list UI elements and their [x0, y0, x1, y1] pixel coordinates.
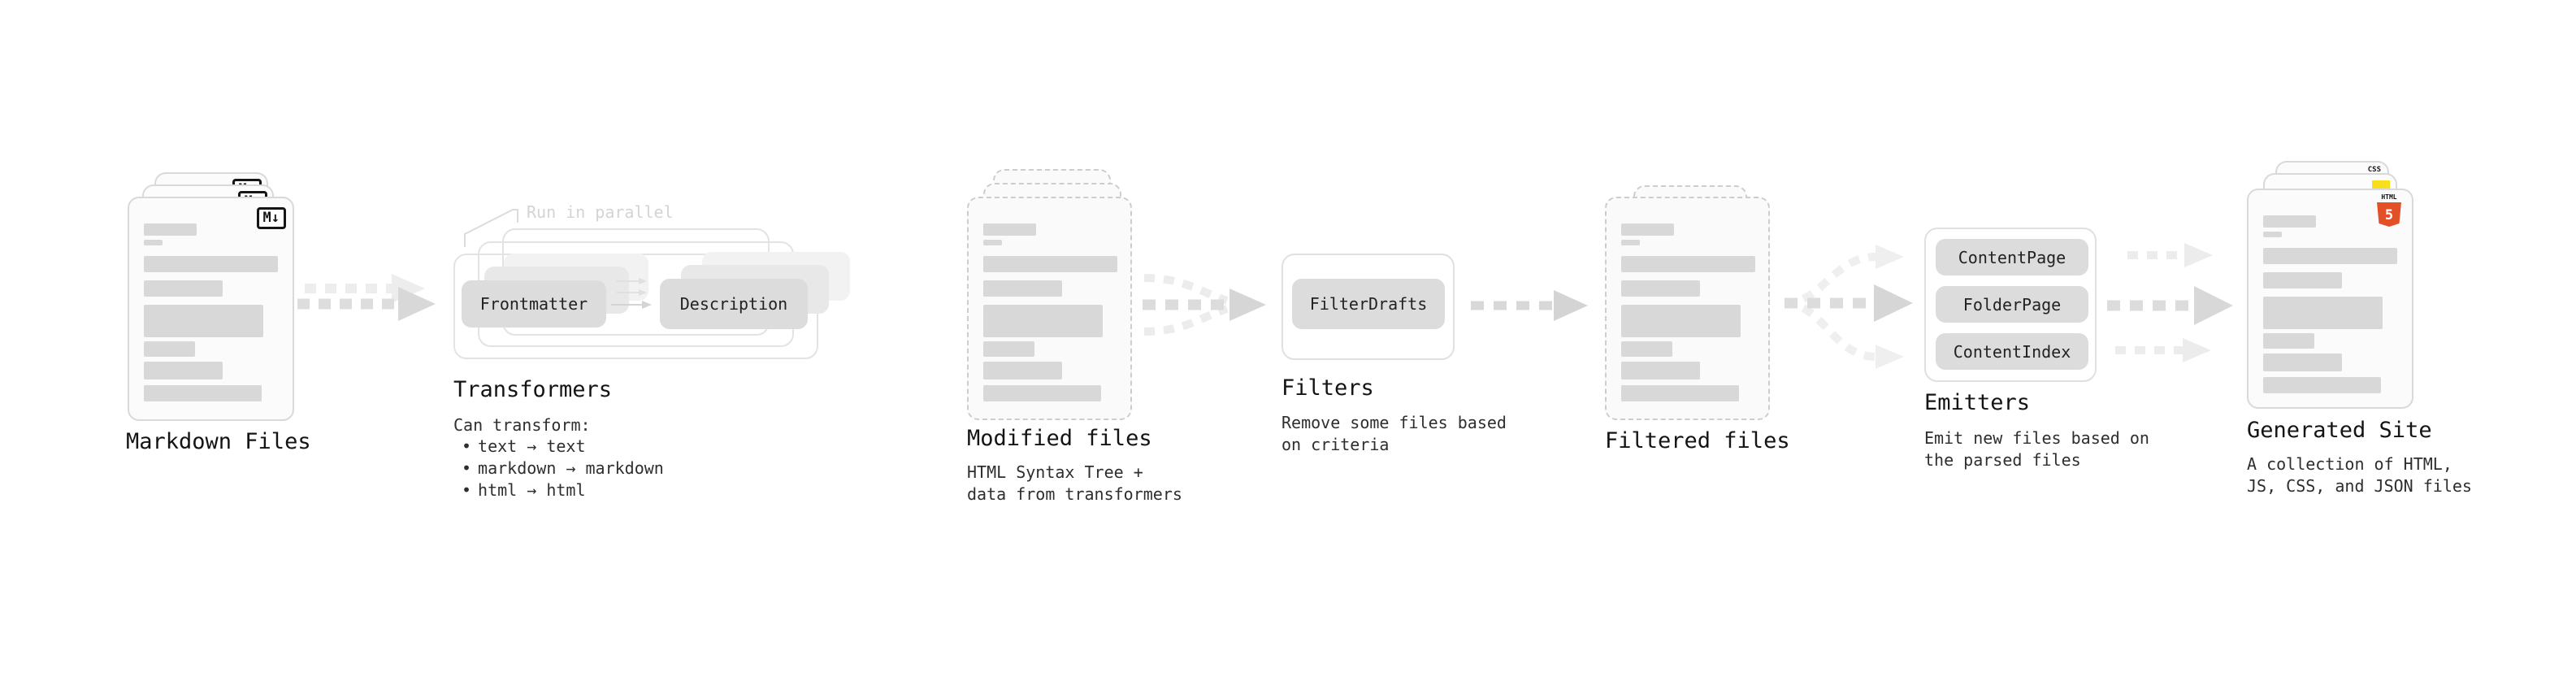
placeholder-text-bar — [2263, 377, 2381, 393]
markdown-icon: M↓ — [256, 207, 286, 229]
emitters-title: Emitters — [1924, 390, 2031, 415]
placeholder-text-bar — [2263, 215, 2316, 228]
generated-site-subtitle: A collection of HTML, JS, CSS, and JSON … — [2247, 453, 2472, 497]
parallel-arrows-icon — [611, 278, 652, 309]
placeholder-text-bar — [2263, 248, 2397, 264]
folderpage-chip: FolderPage — [1936, 286, 2088, 323]
placeholder-text-bar — [2263, 354, 2342, 371]
generated-doc-front-html: HTML 5 — [2247, 189, 2413, 409]
placeholder-text-bar — [983, 362, 1062, 380]
subtitle-line: A collection of HTML, — [2247, 454, 2452, 474]
description-transformer-chip: Description — [660, 279, 808, 329]
placeholder-text-bar — [983, 223, 1036, 236]
filters-subtitle: Remove some files based on criteria — [1281, 412, 1507, 456]
callout-line — [464, 209, 518, 247]
placeholder-text-bar — [144, 256, 278, 272]
filtered-files-title: Filtered files — [1605, 428, 1790, 453]
placeholder-text-bar — [2263, 272, 2342, 288]
svg-text:HTML: HTML — [2381, 193, 2396, 201]
placeholder-text-bar — [1621, 362, 1700, 380]
placeholder-text-bar — [144, 280, 223, 297]
frontmatter-transformer-chip: Frontmatter — [462, 280, 606, 327]
placeholder-text-bar — [983, 305, 1103, 337]
placeholder-text-bar — [144, 223, 197, 236]
emitters-subtitle: Emit new files based on the parsed files — [1924, 427, 2149, 471]
placeholder-text-bar — [2263, 297, 2383, 329]
placeholder-text-bar — [1621, 305, 1741, 337]
filterdrafts-chip: FilterDrafts — [1292, 279, 1445, 329]
placeholder-text-bar — [1621, 256, 1755, 272]
arrow-transformers-to-modified — [1143, 274, 1266, 336]
transformers-intro: Can transform: — [453, 415, 591, 435]
placeholder-text-bar — [983, 341, 1034, 357]
subtitle-line: JS, CSS, and JSON files — [2247, 476, 2472, 496]
arrow-emitters-to-generated — [2107, 243, 2233, 362]
placeholder-text-bar — [1621, 223, 1674, 236]
markdown-files-title: Markdown Files — [126, 429, 311, 454]
placeholder-text-bar — [2263, 232, 2282, 237]
subtitle-line: data from transformers — [967, 484, 1182, 504]
placeholder-text-bar — [1621, 385, 1739, 401]
filtered-doc-front — [1605, 197, 1770, 420]
modified-doc-front — [967, 197, 1132, 420]
subtitle-line: HTML Syntax Tree + — [967, 462, 1143, 482]
svg-text:5: 5 — [2385, 207, 2393, 223]
generated-site-title: Generated Site — [2247, 418, 2432, 443]
arrow-markdown-to-transformers — [297, 274, 436, 321]
subtitle-line: the parsed files — [1924, 450, 2081, 470]
contentpage-chip: ContentPage — [1936, 239, 2088, 275]
transformers-title: Transformers — [453, 377, 613, 402]
placeholder-text-bar — [1621, 341, 1672, 357]
modified-files-title: Modified files — [967, 426, 1152, 451]
placeholder-text-bar — [144, 362, 223, 380]
placeholder-text-bar — [144, 385, 262, 401]
css-label: CSS — [2367, 166, 2381, 174]
run-in-parallel-note: Run in parallel — [527, 202, 674, 222]
placeholder-text-bar — [1621, 280, 1700, 297]
subtitle-line: Remove some files based — [1281, 413, 1507, 432]
placeholder-text-bar — [983, 385, 1101, 401]
js-file-icon — [2372, 180, 2390, 191]
placeholder-text-bar — [144, 341, 195, 357]
placeholder-text-bar — [144, 240, 163, 245]
html5-icon: HTML 5 — [2377, 193, 2401, 227]
placeholder-text-bar — [144, 305, 263, 337]
subtitle-line: on criteria — [1281, 435, 1390, 454]
markdown-doc-front: M↓ — [128, 197, 294, 421]
placeholder-text-bar — [983, 280, 1062, 297]
placeholder-text-bar — [983, 240, 1002, 245]
placeholder-text-bar — [2263, 333, 2314, 349]
bullet-item: html → html — [453, 479, 664, 501]
placeholder-text-bar — [983, 256, 1117, 272]
filters-title: Filters — [1281, 375, 1374, 401]
transformers-bullet-list: text → text markdown → markdown html → h… — [453, 436, 664, 501]
subtitle-line: Emit new files based on — [1924, 428, 2149, 448]
contentindex-chip: ContentIndex — [1936, 333, 2088, 370]
modified-files-subtitle: HTML Syntax Tree + data from transformer… — [967, 462, 1182, 505]
arrow-filters-to-filtered — [1471, 290, 1588, 321]
bullet-item: text → text — [453, 436, 664, 458]
placeholder-text-bar — [1621, 240, 1640, 245]
bullet-item: markdown → markdown — [453, 458, 664, 479]
emitters-panel: ContentPage FolderPage ContentIndex — [1924, 228, 2097, 382]
arrow-filtered-to-emitters — [1784, 245, 1913, 369]
